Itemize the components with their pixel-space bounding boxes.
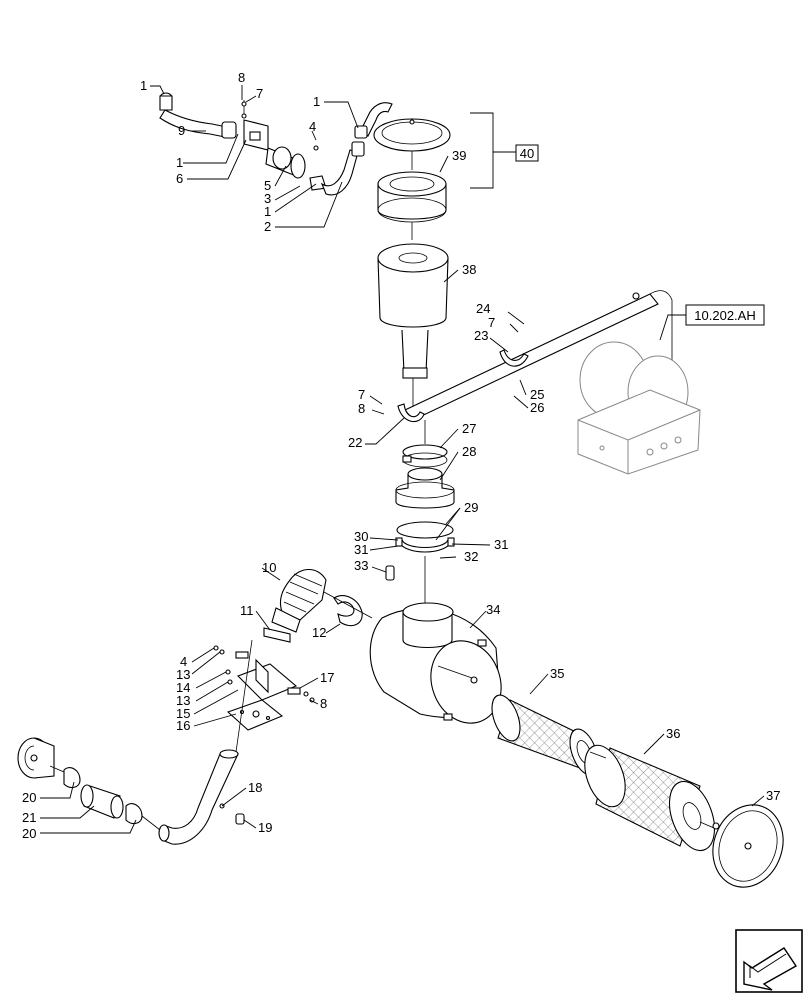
callout-label: 7 (488, 315, 495, 330)
callout-label: 21 (22, 810, 36, 825)
tube-21 (80, 784, 124, 819)
group-ref-box[interactable] (515, 144, 539, 162)
upper-hose-assembly (159, 92, 393, 196)
callout-label: 31 (494, 537, 508, 552)
callout-label: 15 (176, 706, 190, 721)
callout-label: 9 (178, 123, 185, 138)
callout-label: 32 (464, 549, 478, 564)
callout-label: 7 (256, 86, 263, 101)
inner-filter-35 (491, 694, 599, 776)
adapter-28 (395, 467, 455, 509)
callout-label: 8 (320, 696, 327, 711)
callout-label: 6 (176, 171, 183, 186)
section-ref-box[interactable] (685, 304, 765, 326)
clamp-27 (402, 444, 448, 468)
callout-label: 35 (550, 666, 564, 681)
callout-label: 1 (264, 204, 271, 219)
callout-label: 30 (354, 529, 368, 544)
callout-label: 36 (666, 726, 680, 741)
callout-label: 23 (474, 328, 488, 343)
callout-label: 3 (264, 191, 271, 206)
outer-filter-36 (584, 744, 720, 852)
callout-label: 38 (462, 262, 476, 277)
clamp-20a (63, 767, 81, 789)
callout-label: 39 (452, 148, 466, 163)
intake-elbow-10 (271, 568, 327, 633)
clamp-22 (397, 403, 425, 423)
callout-label: 14 (176, 680, 190, 695)
callout-label: 26 (530, 400, 544, 415)
clamp-12 (333, 595, 363, 627)
band-29 (395, 521, 455, 553)
callout-label: 7 (358, 387, 365, 402)
callout-label: 1 (140, 78, 147, 93)
callout-label: 37 (766, 788, 780, 803)
lower-pipe-18 (158, 749, 245, 845)
callout-label: 4 (180, 654, 187, 669)
callout-label: 17 (320, 670, 334, 685)
air-cleaner-housing-34 (369, 602, 502, 724)
end-cover-37 (712, 804, 784, 888)
clamp-20b (125, 803, 143, 825)
callout-label: 27 (462, 421, 476, 436)
callout-label: 33 (354, 558, 368, 573)
section-ref-label: 10.202.AH (694, 308, 755, 323)
leader-lines (40, 85, 765, 834)
sensor-33 (385, 565, 395, 581)
callout-label: 20 (22, 790, 36, 805)
filter-38 (377, 243, 449, 410)
callout-label: 8 (358, 401, 365, 416)
callout-label: 2 (264, 219, 271, 234)
clamp-11 (263, 627, 291, 643)
callout-label: 5 (264, 178, 271, 193)
bracket-plate-15-16 (213, 645, 315, 731)
next-page-arrow-icon[interactable] (735, 929, 803, 993)
callout-label: 13 (176, 693, 190, 708)
callout-label: 28 (462, 444, 476, 459)
callout-label: 34 (486, 602, 500, 617)
callout-labels: 1 9 8 7 1 6 4 5 3 1 2 1 39 38 24 7 23 25… (22, 70, 780, 841)
callout-label: 4 (309, 119, 316, 134)
precleaner-bowl-39 (377, 171, 447, 240)
callout-label: 31 (354, 542, 368, 557)
callout-label: 1 (176, 155, 183, 170)
callout-label: 8 (238, 70, 245, 85)
callout-label: 1 (313, 94, 320, 109)
callout-label: 25 (530, 387, 544, 402)
group-ref-label: 40 (520, 146, 534, 161)
callout-label: 16 (176, 718, 190, 733)
callout-label: 13 (176, 667, 190, 682)
callout-label: 29 (464, 500, 478, 515)
callout-label: 10 (262, 560, 276, 575)
clamp-23 (499, 349, 529, 367)
callout-label: 24 (476, 301, 490, 316)
callout-label: 11 (240, 603, 254, 618)
callout-label: 20 (22, 826, 36, 841)
callout-label: 12 (312, 625, 326, 640)
callout-label: 19 (258, 820, 272, 835)
callout-label: 18 (248, 780, 262, 795)
group-bracket (470, 112, 494, 189)
callout-label: 22 (348, 435, 362, 450)
mounting-bracket-ghost (577, 341, 701, 475)
turbo-inlet (17, 737, 55, 779)
precleaner-cap (373, 118, 451, 170)
